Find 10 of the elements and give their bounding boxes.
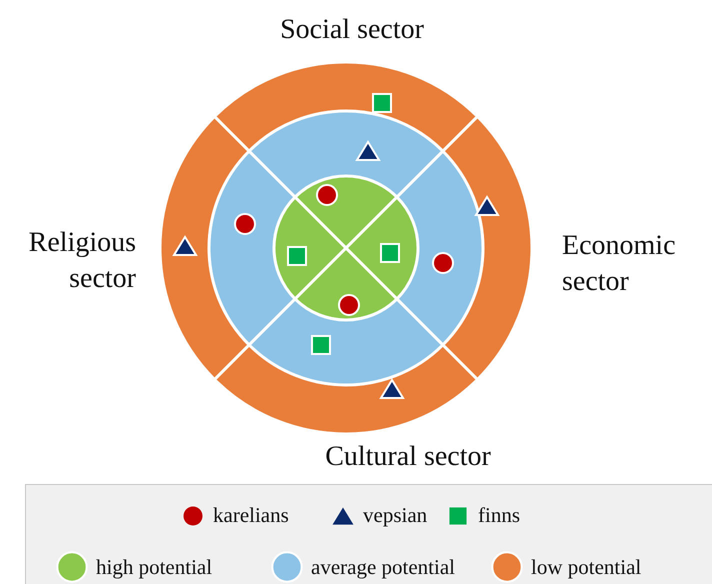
legend-text: high potential <box>96 554 212 580</box>
sector-label: Religious sector <box>28 226 136 296</box>
legend-text: vepsian <box>363 503 428 528</box>
legend-text: karelians <box>213 503 289 528</box>
legend-text: finns <box>478 503 520 528</box>
sector-label: Social sector <box>279 13 425 47</box>
legend-text: average potential <box>311 554 456 580</box>
legend-text: low potential <box>531 554 642 580</box>
sector-label: Cultural sector <box>324 440 492 474</box>
sector-label: Economic sector <box>562 229 677 299</box>
